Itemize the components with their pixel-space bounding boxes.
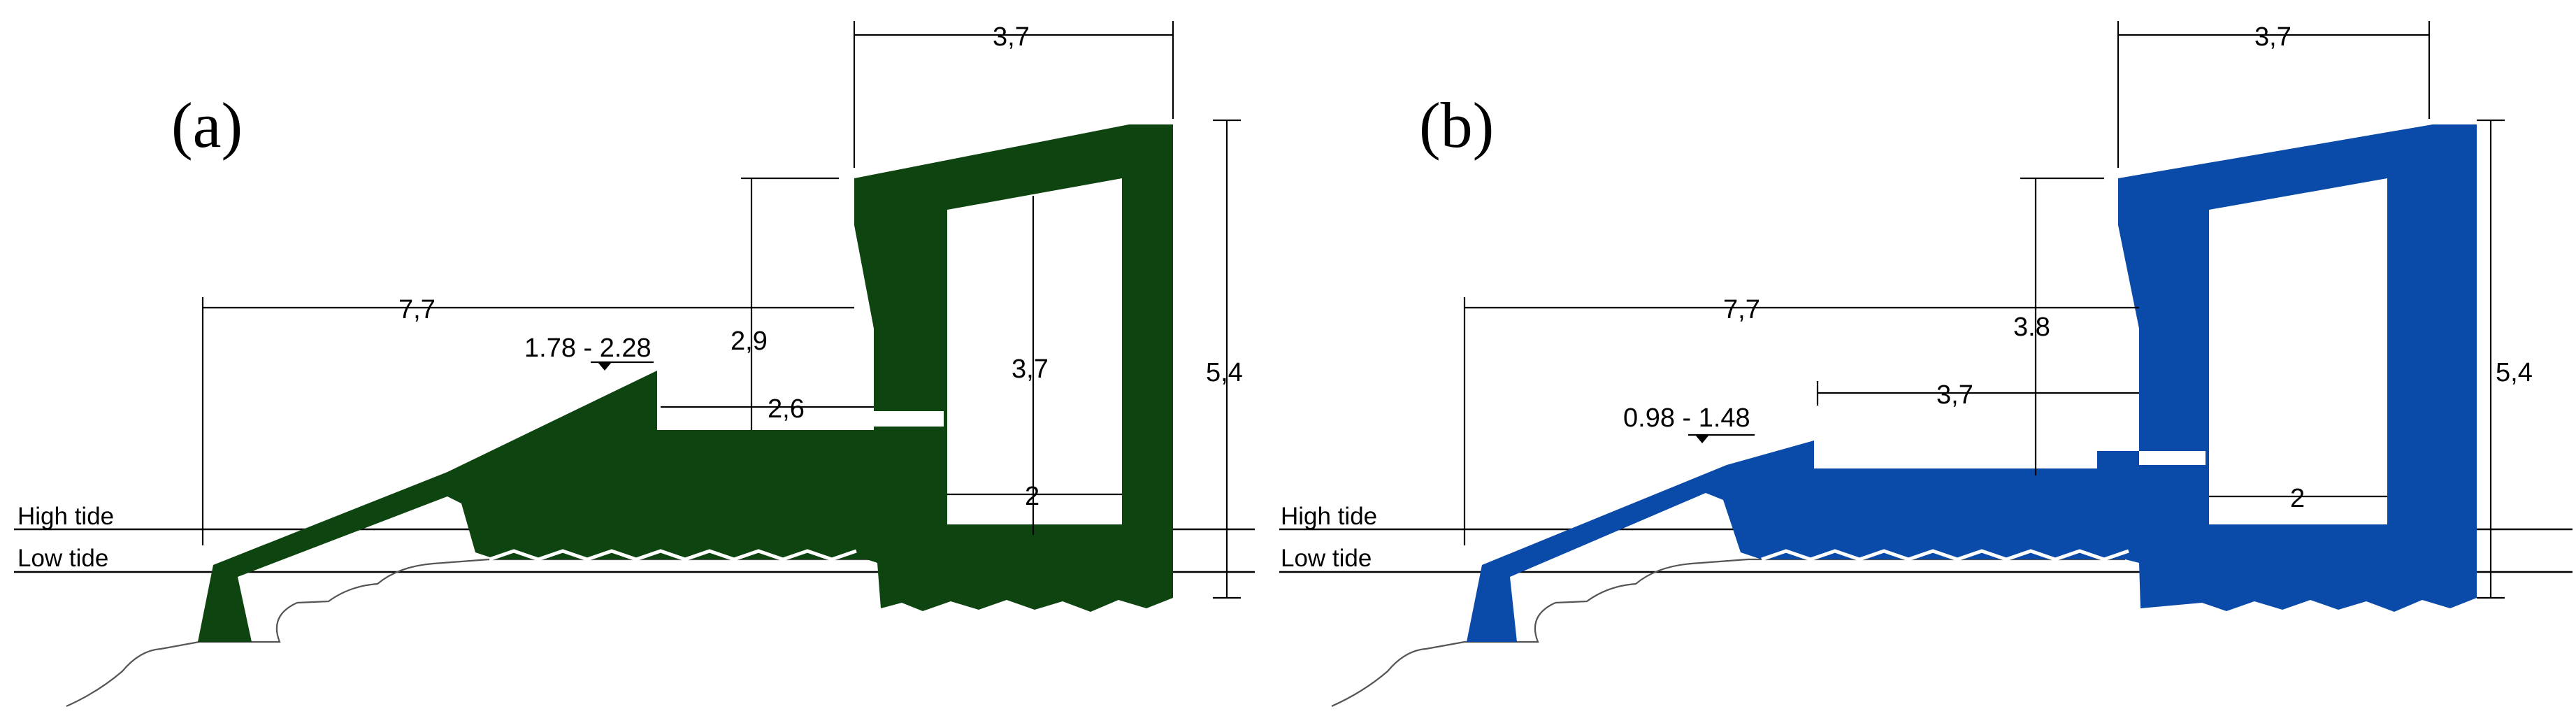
panel-a: (a) 3,7 5,4 7,7 2,9 <box>17 21 1243 708</box>
panel-b: (b) 3,7 5,4 7,7 3.8 <box>1281 21 2533 708</box>
dimensions-b: 3,7 5,4 7,7 3.8 3,7 2 0.98 - 1.48 <box>1463 21 2533 599</box>
deck-underside-a <box>489 549 857 561</box>
elevation-marker-a <box>598 362 612 371</box>
high-tide-label-b: High tide <box>1281 503 1377 530</box>
dim-total-length-a: 7,7 <box>398 295 436 324</box>
dim-elevation-b: 0.98 - 1.48 <box>1623 403 1750 433</box>
high-tide-label-a: High tide <box>17 503 114 530</box>
dim-chamber-width-b: 2 <box>2290 484 2305 513</box>
seabed-b <box>1331 558 2125 708</box>
dim-total-height-b: 5,4 <box>2496 358 2533 387</box>
low-tide-label-a: Low tide <box>17 545 108 572</box>
dimensions-a: 3,7 5,4 7,7 2,9 3,7 2,6 2 1.78 - <box>201 21 1243 599</box>
dim-chamber-width-a: 2 <box>1025 482 1039 511</box>
elevation-marker-b <box>1695 435 1709 443</box>
dim-chamber-height-a: 3,7 <box>1012 355 1049 384</box>
dim-crest-height-b: 3.8 <box>2013 313 2050 342</box>
dim-total-height-a: 5,4 <box>1206 358 1243 387</box>
seabed-a <box>66 558 874 708</box>
panel-b-label: (b) <box>1419 90 1494 161</box>
breakwater-body-b <box>1467 124 2477 642</box>
low-tide-label-b: Low tide <box>1281 545 1372 572</box>
deck-underside-b <box>1761 549 2129 561</box>
dim-deck-length-b: 3,7 <box>1936 380 1973 410</box>
dim-deck-length-a: 2,6 <box>768 394 805 424</box>
dim-top-width-b: 3,7 <box>2254 22 2291 52</box>
dim-top-width-a: 3,7 <box>993 22 1030 52</box>
dim-total-length-b: 7,7 <box>1723 295 1760 324</box>
panel-a-label: (a) <box>171 90 243 161</box>
dim-crest-height-a: 2,9 <box>731 327 768 356</box>
dim-elevation-a: 1.78 - 2.28 <box>524 334 652 363</box>
breakwater-body-a <box>198 124 1173 642</box>
